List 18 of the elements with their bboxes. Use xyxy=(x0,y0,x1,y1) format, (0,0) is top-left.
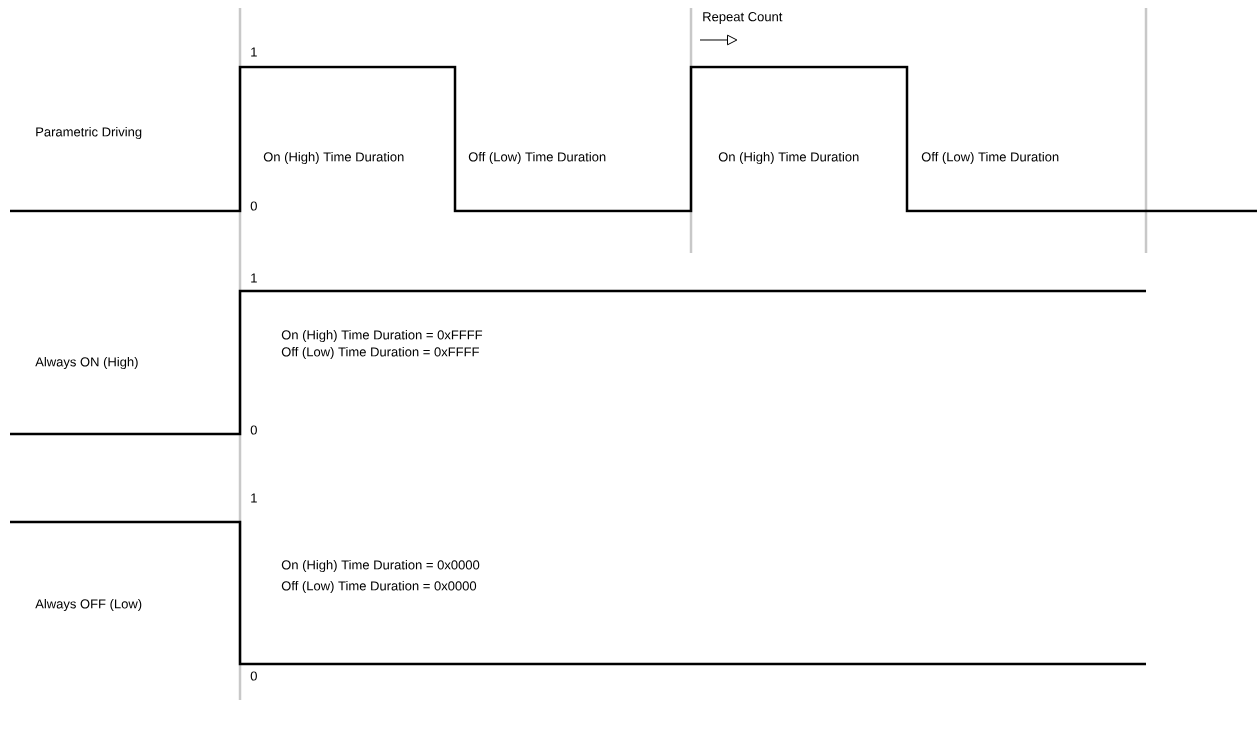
repeat-label: Repeat Count xyxy=(703,12,783,24)
level-label: 1 xyxy=(251,273,257,283)
signal-name: Always OFF (Low) xyxy=(35,598,142,612)
level-label: 1 xyxy=(251,47,257,57)
duration-label: On (High) Time Duration xyxy=(718,151,859,165)
duration-label: Off (Low) Time Duration xyxy=(468,151,606,165)
signal-name: Parametric Driving xyxy=(36,126,142,140)
duration-label: On (High) Time Duration xyxy=(263,151,404,165)
setting-text: Off (Low) Time Duration = 0xFFFF xyxy=(281,346,479,360)
level-label: 1 xyxy=(251,493,257,503)
signal-name: Always ON (High) xyxy=(35,356,138,370)
setting-text: On (High) Time Duration = 0xFFFF xyxy=(281,329,483,343)
level-label: 0 xyxy=(250,425,257,435)
level-label: 0 xyxy=(250,671,257,681)
setting-text: On (High) Time Duration = 0x0000 xyxy=(281,559,480,573)
setting-text: Off (Low) Time Duration = 0x0000 xyxy=(281,580,477,594)
level-label: 0 xyxy=(250,201,257,211)
duration-label: Off (Low) Time Duration xyxy=(921,151,1059,165)
